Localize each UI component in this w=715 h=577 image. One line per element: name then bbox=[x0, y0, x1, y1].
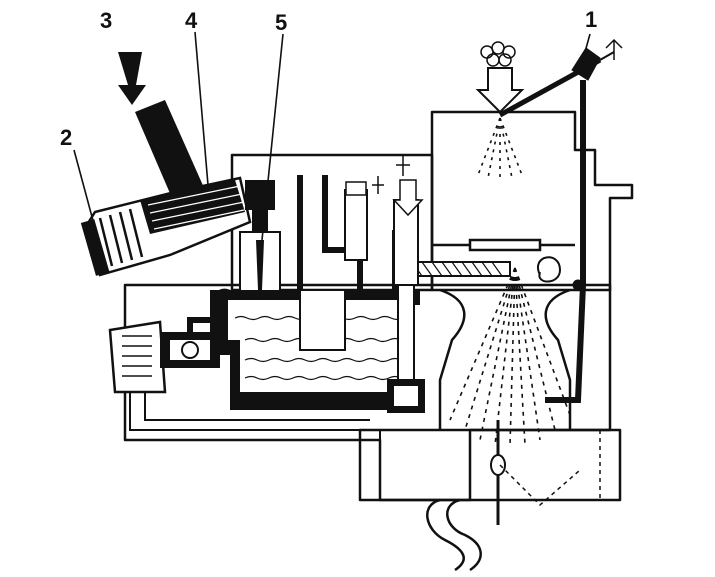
vacuum-hose bbox=[426, 498, 482, 572]
callout-4-label: 4 bbox=[185, 8, 198, 33]
callout-5-label: 5 bbox=[275, 10, 287, 35]
carburetor-body bbox=[123, 110, 634, 502]
float-chamber bbox=[210, 289, 420, 410]
air-inlet bbox=[475, 41, 525, 114]
throttle-plate bbox=[469, 420, 601, 525]
callout-leaders bbox=[73, 31, 591, 241]
fuel-inlet bbox=[80, 52, 252, 277]
power-valve bbox=[108, 320, 381, 440]
fuel-inlet-arrow-icon bbox=[118, 52, 146, 105]
air-arrow-icon bbox=[475, 67, 525, 114]
callout-3-label: 3 bbox=[100, 8, 112, 33]
jet-arrows bbox=[345, 179, 424, 217]
venturi bbox=[432, 238, 575, 430]
fuel-spray-top bbox=[477, 117, 523, 180]
callout-1-label: 1 bbox=[585, 7, 597, 32]
fuel-spray-venturi bbox=[449, 267, 571, 446]
pump-nozzle bbox=[498, 38, 623, 403]
callout-2-label: 2 bbox=[60, 125, 72, 150]
